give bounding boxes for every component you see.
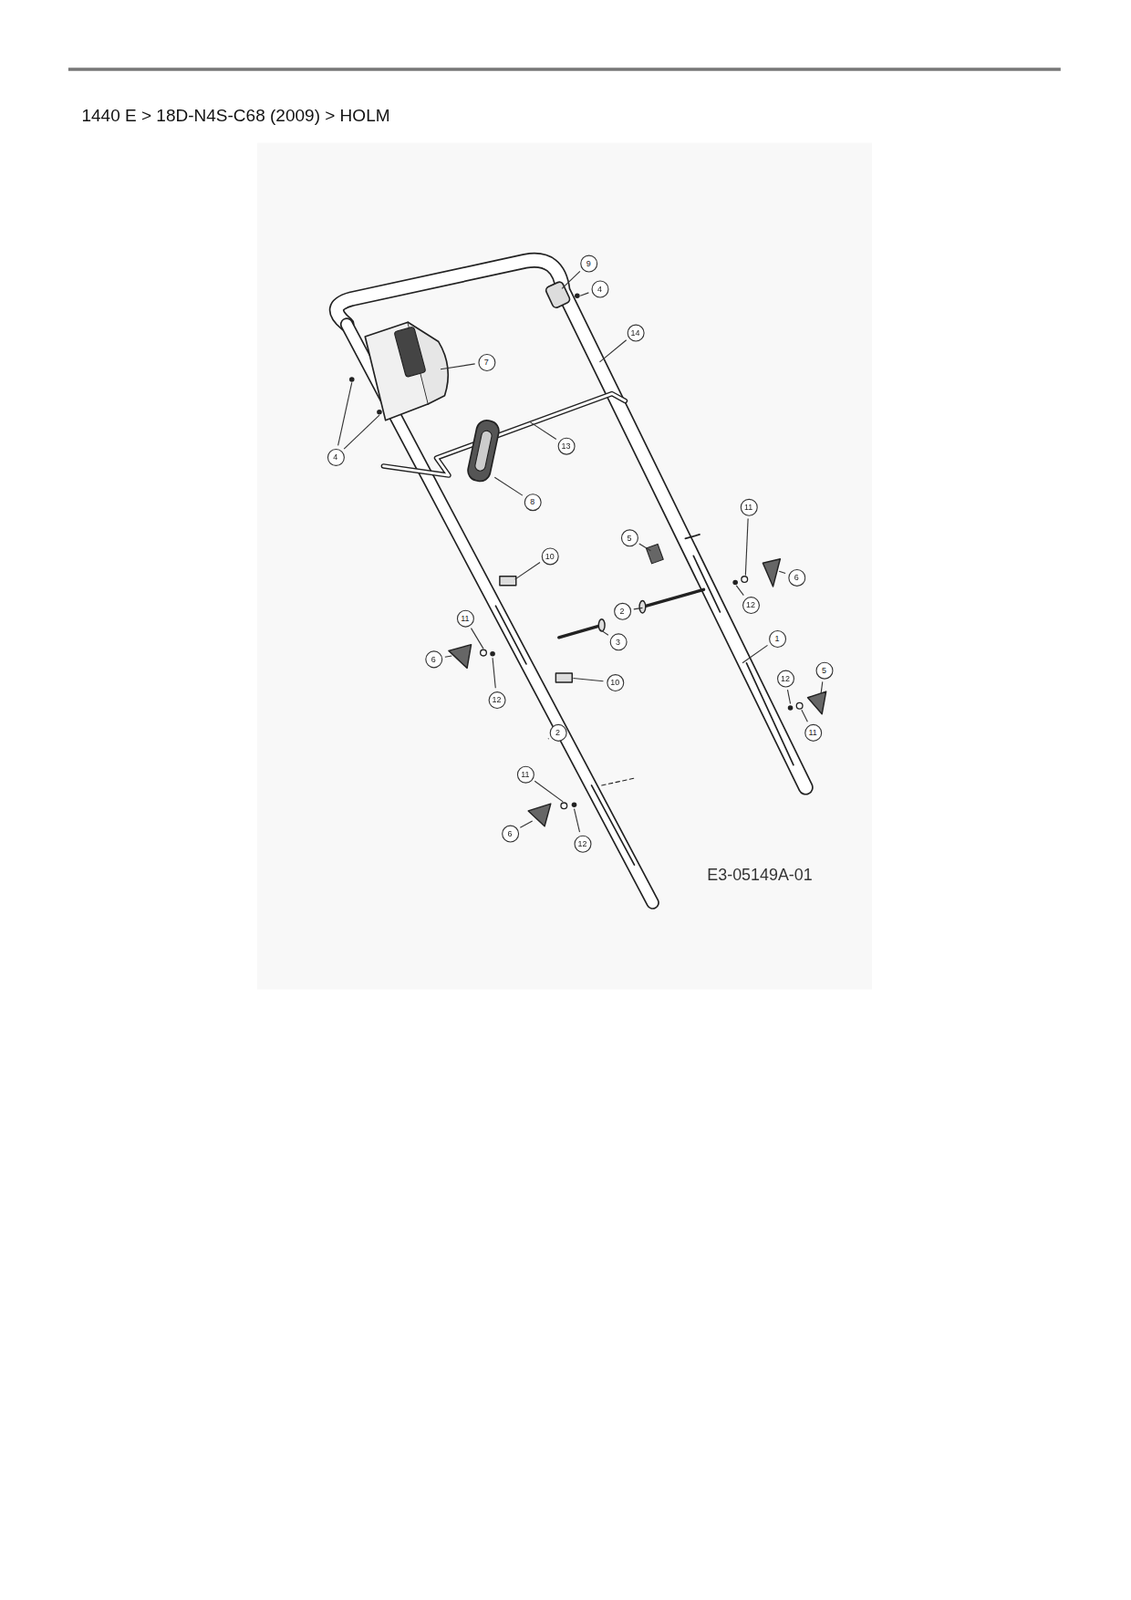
leader-line [534,780,563,802]
washer [571,801,578,808]
joint-piece [544,280,571,310]
leader-line [820,681,823,694]
bolt [559,624,602,637]
tube-joint [684,534,700,539]
screw [349,376,355,383]
callout-number: 5 [815,661,833,679]
callout-number: 12 [776,669,794,687]
page-title: 1440 E > 18D-N4S-C68 (2009) > HOLM [81,105,390,126]
callout-number: 11 [516,765,534,783]
callout-number: 9 [580,254,598,272]
washer [732,580,738,586]
leader-line [787,689,790,704]
bolt-head [639,601,646,613]
tube-slot [693,555,720,612]
leader-line [599,629,608,635]
callout-number: 10 [606,674,624,692]
bolt [642,589,704,607]
leader-line [338,382,353,446]
washer [796,702,803,709]
washer [489,651,496,657]
leader-line [561,270,581,289]
leader-line [574,809,581,832]
drawing-code: E3-05149A-01 [706,865,812,884]
callout-number: 1 [768,629,787,647]
leader-line [494,477,523,496]
callout-number: 4 [326,447,344,466]
leader-line [445,655,452,657]
callout-number: 5 [620,529,638,547]
callout-number: 12 [741,596,759,614]
callout-number: 12 [573,834,592,852]
callout-number: 4 [591,280,609,298]
wing-knob [448,644,472,669]
header-rule [68,67,1061,71]
leader-line [778,570,786,573]
callout-number: 10 [540,547,559,565]
upper-handle-fill [336,259,806,788]
washer [560,802,568,810]
leader-line [801,709,809,722]
callout-number: 11 [739,498,758,516]
callout-number: 12 [487,691,506,709]
leader-line [470,628,484,650]
wing-knob [808,691,827,715]
callout-number: 8 [523,493,541,511]
leader-line [492,657,496,688]
leader-line [519,820,532,828]
washer [480,649,488,656]
callout-number: 2 [613,601,632,620]
leader-line [580,292,589,296]
callout-number: 6 [788,568,806,586]
callout-number: 7 [477,352,496,371]
leader-line [639,543,652,551]
callout-number: 14 [626,323,644,342]
callout-number: 6 [501,824,519,842]
leader-line [745,518,748,576]
cable-clip-small [499,576,517,586]
callout-number: 6 [425,650,443,668]
washer [788,705,794,711]
leader-line [742,644,768,663]
callout-number: 2 [549,723,567,741]
leader-line [547,737,550,740]
callout-number: 13 [557,436,575,455]
leader-line [599,340,626,363]
axis-line [601,778,635,786]
tube-slot [591,785,635,865]
leader-line [440,363,476,370]
leader-line [572,678,603,682]
wing-knob [528,803,551,827]
switch-lever [394,326,426,377]
tube-slot [746,663,793,766]
cable-clip-slot [474,429,493,472]
screw [574,292,581,299]
callout-number: 11 [456,609,474,627]
leader-line [515,562,540,581]
leader-line [529,422,556,440]
callout-number: 11 [804,723,822,741]
cable-clip-small [555,673,572,683]
spring [645,543,664,563]
leader-line [736,585,744,596]
drawing-ground [257,143,872,990]
tube-slot [495,605,527,665]
leader-line [343,415,380,449]
screw [376,409,383,416]
leader-line [633,607,644,609]
washer [741,576,748,583]
callout-number: 3 [609,632,627,651]
cable-clip [466,418,501,484]
upper-handle-outline [336,259,806,788]
wing-knob [762,559,780,587]
